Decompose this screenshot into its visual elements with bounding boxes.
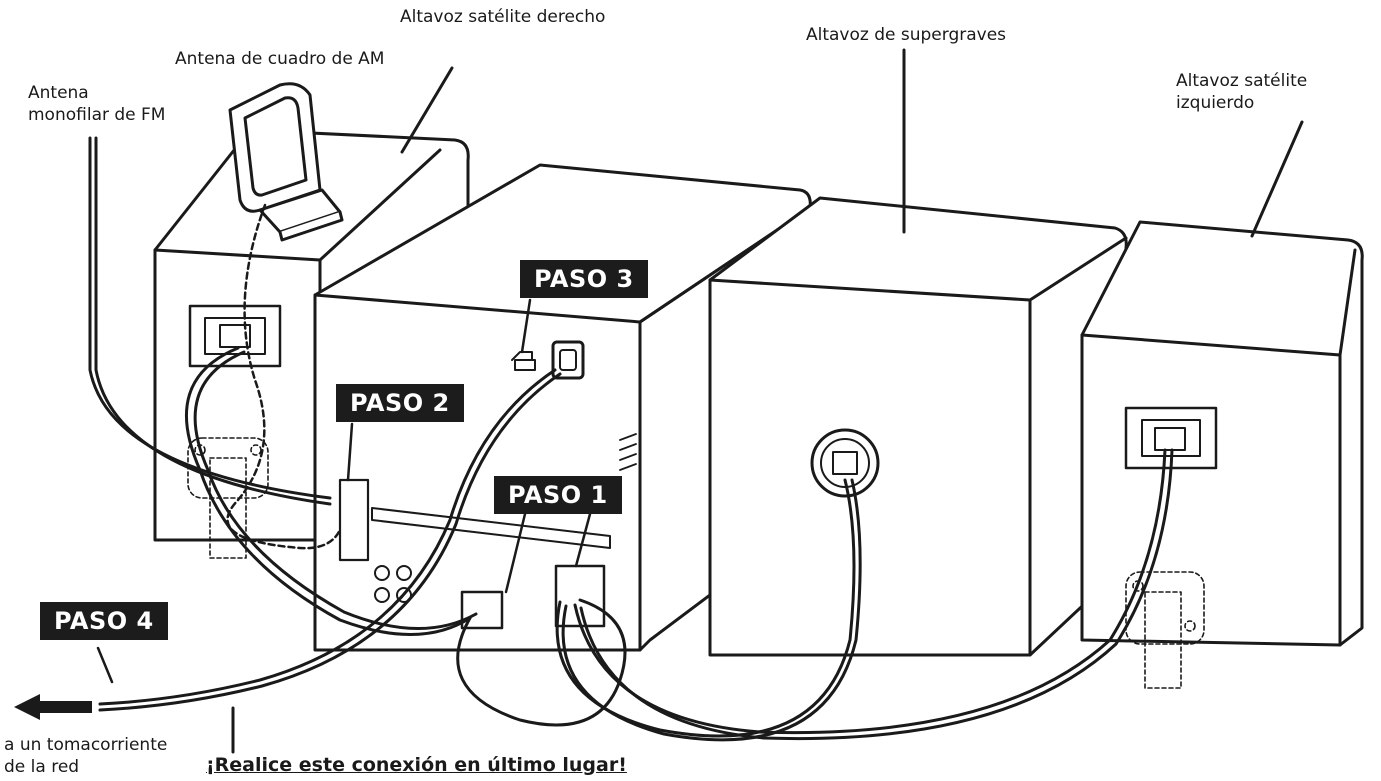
step-4-badge: PASO 4: [40, 602, 168, 640]
fm-antenna-label-line1: Antena: [28, 83, 89, 103]
step-2-badge: PASO 2: [336, 384, 464, 422]
am-loop-antenna: [228, 82, 344, 242]
step-1-badge: PASO 1: [494, 476, 622, 514]
outlet-label-line1: a un tomacorriente: [4, 735, 168, 755]
subwoofer-label: Altavoz de supergraves: [806, 25, 1007, 45]
left-satellite-label-line2: izquierdo: [1176, 93, 1255, 113]
fm-antenna-label-line2: monofilar de FM: [28, 105, 166, 125]
subwoofer: [708, 196, 1128, 657]
right-satellite-label: Altavoz satélite derecho: [400, 7, 606, 27]
step-3-badge: PASO 3: [520, 260, 648, 298]
outlet-label-line2: de la red: [4, 757, 80, 777]
last-connection-warning: ¡Realice este conexión en último lugar!: [206, 754, 627, 776]
left-satellite-label-line1: Altavoz satélite: [1176, 71, 1308, 91]
am-antenna-label: Antena de cuadro de AM: [175, 49, 385, 69]
